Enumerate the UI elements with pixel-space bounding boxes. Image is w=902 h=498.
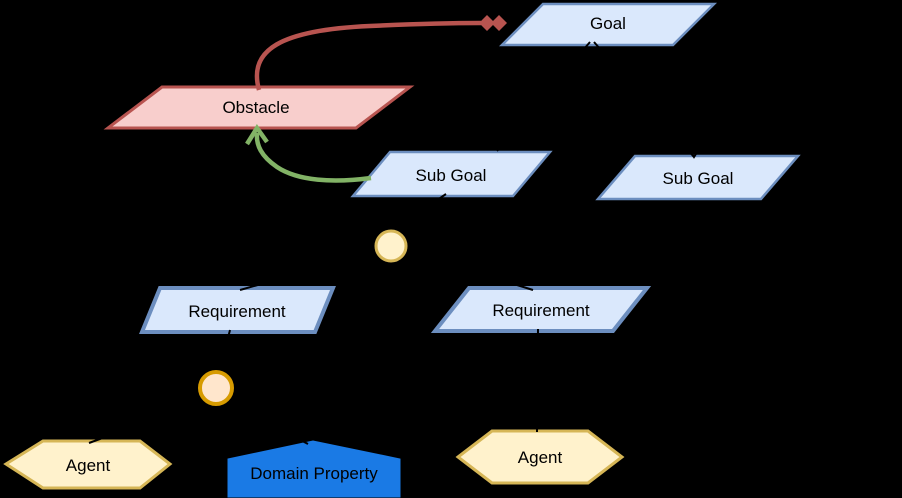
obstacle-node[interactable]: Obstacle	[103, 85, 415, 130]
requirement-right-node[interactable]: Requirement	[430, 286, 652, 333]
domain-property-shape[interactable]	[227, 440, 401, 498]
refinement-edge-requirement-left-to-and-lower[interactable]	[218, 329, 231, 374]
goal-label: Goal	[590, 14, 626, 33]
refinement-edge-requirement-left-to-and[interactable]	[239, 250, 379, 291]
sub-goal-left-label: Sub Goal	[416, 166, 487, 185]
refinement-edges	[88, 41, 702, 445]
obstacle-label: Obstacle	[222, 98, 289, 117]
agent-left-node[interactable]: Agent	[3, 439, 173, 490]
sub-goal-right-node[interactable]: Sub Goal	[595, 154, 801, 201]
and-refinement-connector-upper[interactable]	[374, 229, 408, 263]
agent-right-node[interactable]: Agent	[455, 429, 625, 485]
obstruction-diamond-2	[491, 15, 507, 31]
refinement-edge-goal-to-subgoal-right[interactable]	[593, 41, 695, 158]
refinement-edge-and-to-subgoal-left[interactable]	[393, 193, 447, 231]
requirement-right-shape[interactable]	[430, 286, 652, 333]
domain-property-node[interactable]: Domain Property	[227, 440, 401, 498]
refinement-edge-and-lower-to-domain-property[interactable]	[225, 400, 309, 445]
refinement-edge-subgoal-left-to-goal[interactable]	[496, 41, 591, 152]
agent-right-label: Agent	[518, 448, 563, 467]
requirement-left-node[interactable]: Requirement	[139, 286, 336, 334]
sub-goal-left-node[interactable]: Sub Goal	[350, 150, 553, 198]
goal-shape[interactable]	[498, 2, 718, 47]
refinement-edge-requirement-right-to-agent-right[interactable]	[536, 328, 539, 433]
agent-left-shape[interactable]	[3, 439, 173, 490]
requirement-right-label: Requirement	[492, 301, 590, 320]
obstruction-diamond-1	[479, 15, 495, 31]
agent-left-label: Agent	[66, 456, 111, 475]
sub-goal-left-shape[interactable]	[350, 150, 553, 198]
resolution-arrowhead	[245, 123, 269, 146]
sub-goal-right-label: Sub Goal	[663, 169, 734, 188]
resolution-edge[interactable]	[245, 123, 372, 183]
resolution-edge-path[interactable]	[254, 132, 372, 183]
refinement-edge-and-lower-to-agent-left[interactable]	[88, 399, 207, 444]
obstacle-shape[interactable]	[103, 85, 415, 130]
refinement-edge-requirement-right-to-and[interactable]	[404, 249, 534, 291]
domain-property-label: Domain Property	[250, 464, 378, 483]
refinement-arrowhead-subgoal-right	[686, 145, 702, 159]
requirement-left-label: Requirement	[188, 302, 286, 321]
sub-goal-right-shape[interactable]	[595, 154, 801, 201]
goal-node[interactable]: Goal	[498, 2, 718, 47]
and-refinement-connector-lower[interactable]	[198, 370, 234, 406]
requirement-left-shape[interactable]	[139, 286, 336, 334]
agent-right-shape[interactable]	[455, 429, 625, 485]
obstruction-edge[interactable]	[254, 15, 507, 91]
obstruction-edge-path[interactable]	[254, 20, 482, 91]
